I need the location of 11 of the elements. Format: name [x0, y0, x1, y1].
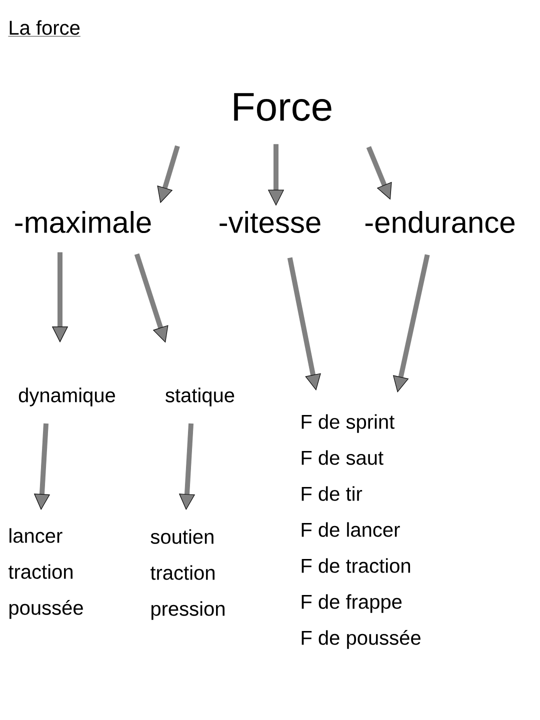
page-title: La force [8, 20, 81, 36]
category-text: -vitesse [220, 211, 320, 234]
example-list: soutien traction pression [150, 529, 224, 620]
subcategory-text: dynamique [18, 388, 115, 406]
example-list: lancer traction poussée [8, 528, 83, 619]
arrow [287, 257, 321, 390]
category-text: -maximale [15, 211, 151, 234]
subcategory-text: statique [166, 388, 234, 406]
category-text: -endurance [365, 211, 515, 234]
example-list: F de sprint F de saut F de tir F de lancer F de traction F de frappe F de poussée [302, 414, 420, 649]
heading-text: Force [234, 93, 332, 121]
